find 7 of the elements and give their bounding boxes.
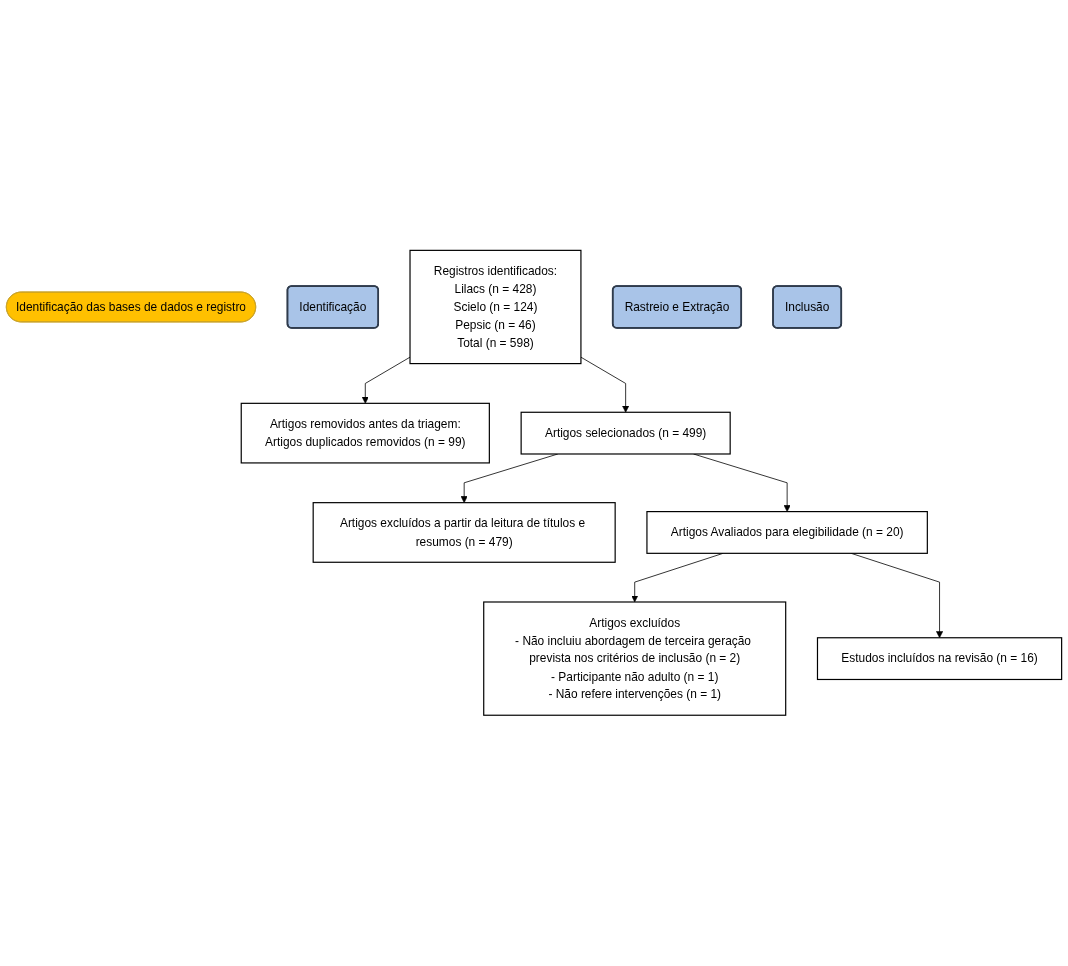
node-box: Artigos excluídos a partir da leitura de títulos e resumos (n = 479) [312, 502, 616, 564]
node-box: Registros identificados: Lilacs (n = 428) Scielo (n = 124) Pepsic (n = 46) Total (n = 598) [409, 249, 582, 365]
node-box: Estudos incluídos na revisão (n = 16) [816, 637, 1063, 681]
node-box: Artigos selecionados (n = 499) [520, 411, 731, 455]
node-box: Artigos Avaliados para elegibilidade (n = 20) [646, 511, 928, 555]
node-box: Artigos excluídos - Não incluiu abordagem de terceira geração prevista nos critérios de inclusão (n = 2) - Participante não adulto (n = 1) - Não refere intervenções (n = 1) [483, 601, 787, 717]
node-box: Artigos removidos antes da triagem: Artigos duplicados removidos (n = 99) [240, 402, 490, 464]
